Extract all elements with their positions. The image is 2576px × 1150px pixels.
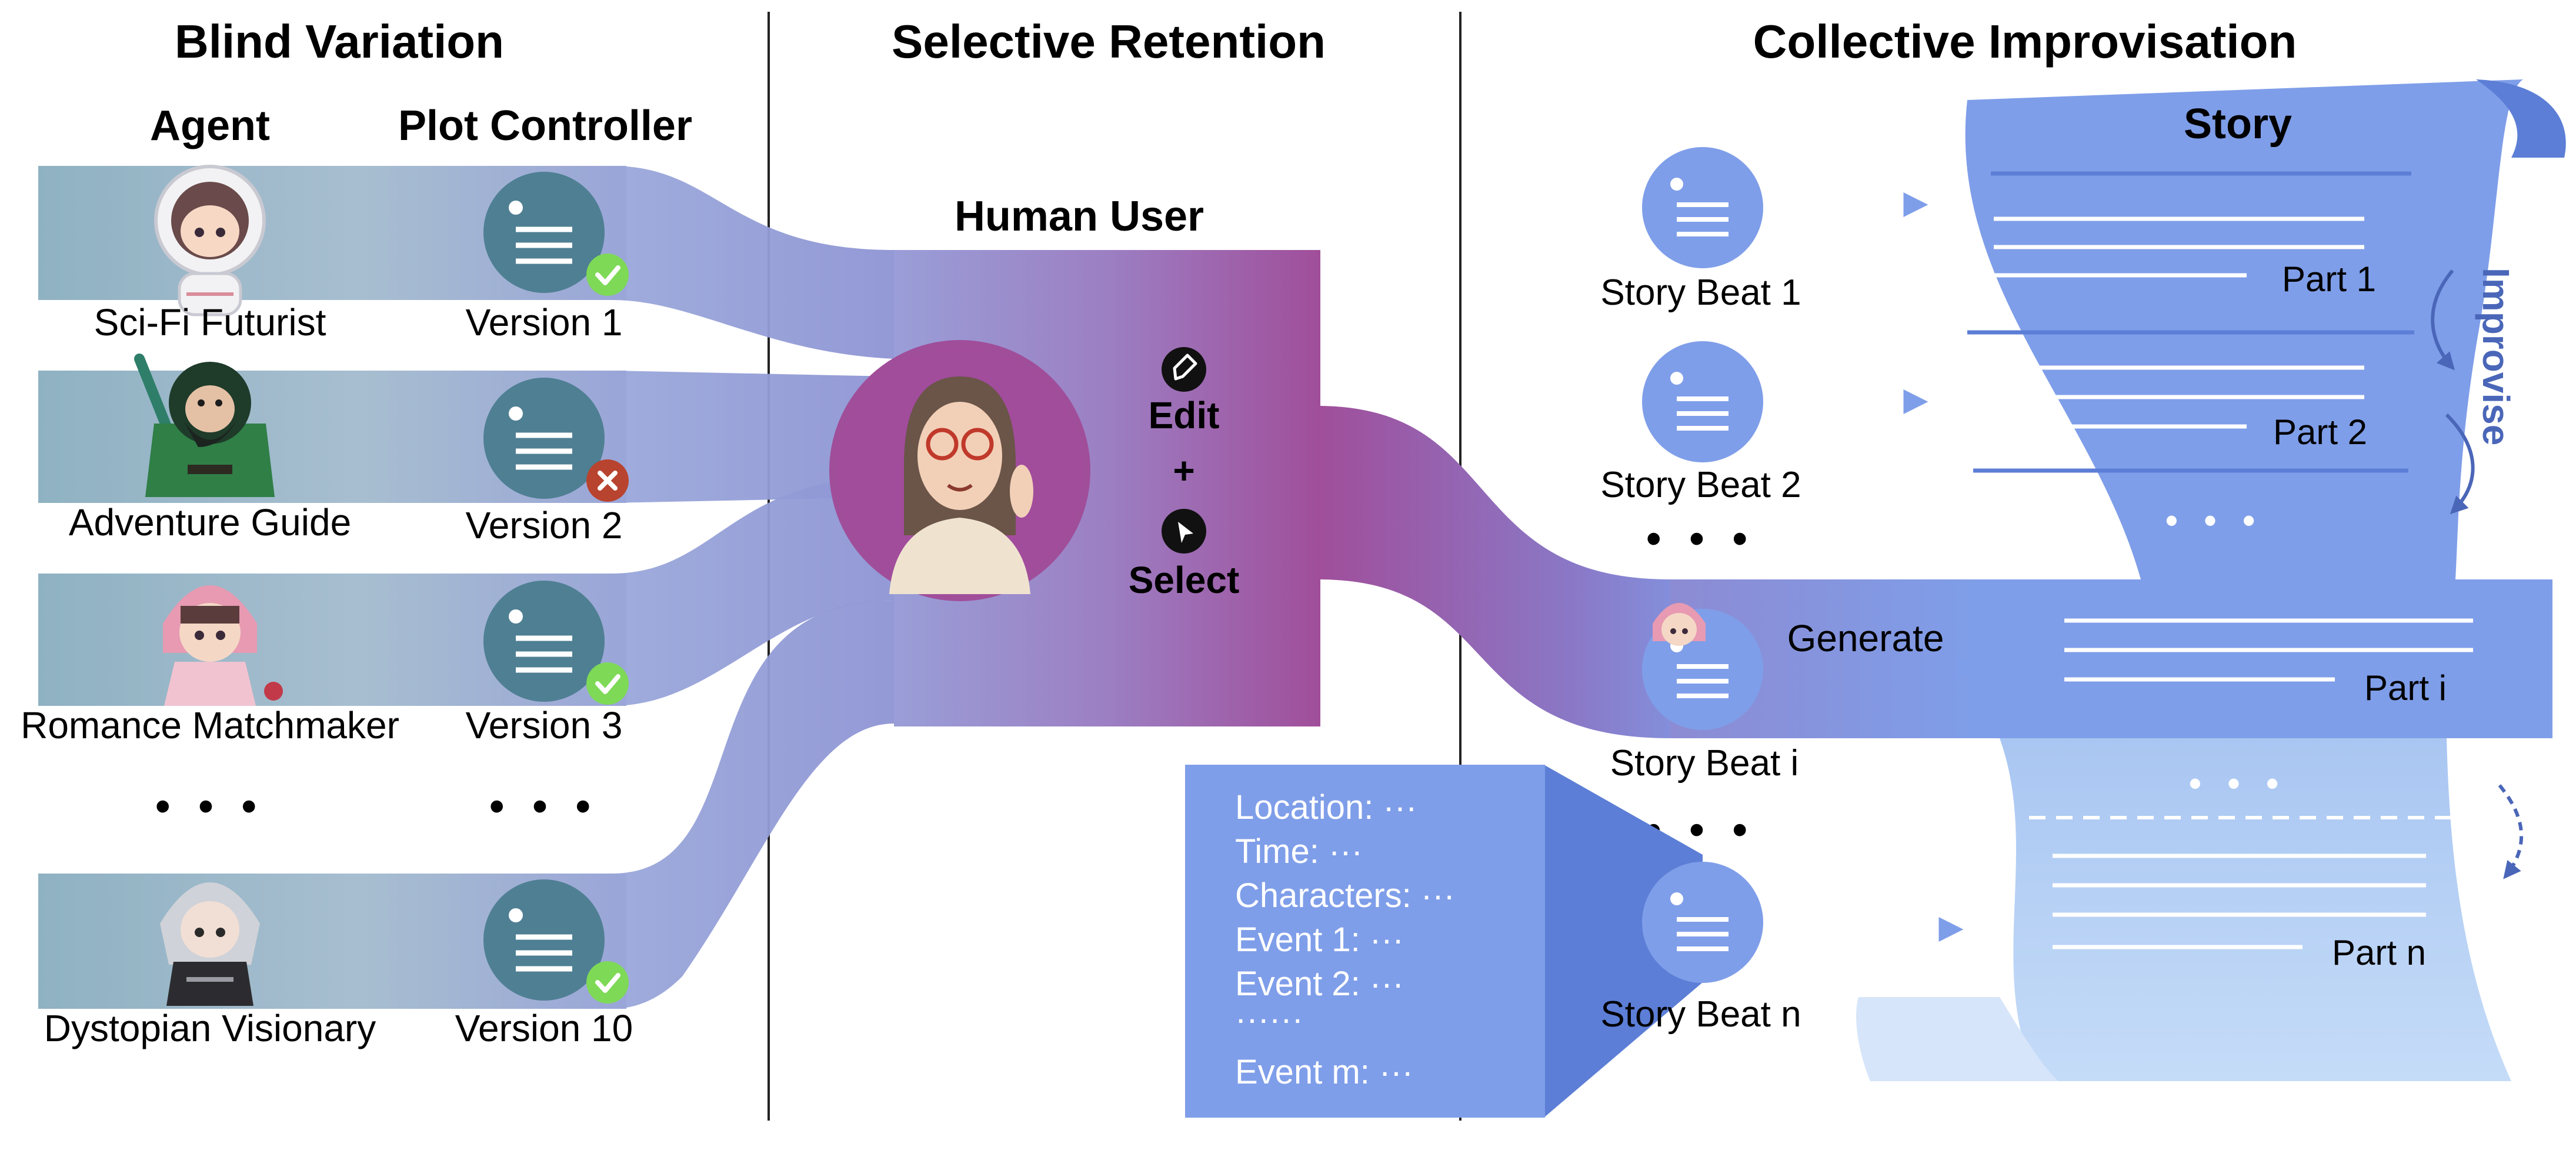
plus-sign: + <box>1173 449 1194 492</box>
select-label: Select <box>1129 559 1240 601</box>
improvise-label: Improvise <box>2475 268 2517 445</box>
story-beat-2 <box>1642 341 1763 462</box>
flow-version-10 <box>612 600 894 1009</box>
flow-version-1 <box>612 166 894 359</box>
agent-name-2: Adventure Guide <box>69 501 351 544</box>
beat-detail-event-1: Event 1: ··· <box>1235 921 1404 959</box>
story-part-i: Part i <box>2364 668 2447 708</box>
plot-controller-version-1 <box>483 172 629 296</box>
check-icon <box>586 662 629 705</box>
beat-detail-time: Time: ··· <box>1235 832 1363 871</box>
check-icon <box>586 961 629 1004</box>
section-title-collective-improvisation: Collective Improvisation <box>1753 15 2297 68</box>
version-label-1: Version 1 <box>466 301 623 344</box>
adventure-guide-avatar <box>134 354 275 497</box>
column-header-agent: Agent <box>150 102 270 149</box>
story-scroll: Story Part 1 Part 2 • • • Improvise • • … <box>1856 79 2566 1081</box>
story-part-2: Part 2 <box>2273 412 2367 452</box>
document-icon <box>1642 341 1763 462</box>
section-title-selective-retention: Selective Retention <box>892 15 1326 68</box>
generated-part-band <box>1670 579 2552 738</box>
agent-ellipsis: • • • <box>155 783 265 830</box>
agent-name-10: Dystopian Visionary <box>44 1007 376 1049</box>
flow-version-3 <box>612 476 894 706</box>
improvise-arrow-dashed <box>2498 784 2524 879</box>
story-beat-n <box>1642 862 1763 983</box>
document-icon <box>1642 147 1763 268</box>
story-ellipsis-upper: • • • <box>2165 501 2263 540</box>
beat-detail-connector <box>1544 765 1703 1118</box>
story-beat-label-n: Story Beat n <box>1600 994 1801 1035</box>
beat-detail-event-m: Event m: ··· <box>1235 1053 1413 1091</box>
story-sheet-upper <box>1965 79 2523 579</box>
cross-icon <box>586 459 629 502</box>
beat-detail-list: Location: ··· Time: ··· Characters: ··· … <box>1235 788 1455 1091</box>
sci-fi-futurist-avatar <box>154 165 266 316</box>
version-ellipsis: • • • <box>489 783 599 830</box>
column-header-plot-controller: Plot Controller <box>398 102 692 149</box>
beat-detail-panel <box>1185 765 1545 1118</box>
beat-detail-location: Location: ··· <box>1235 788 1417 826</box>
story-sheet-lower-curl <box>1856 997 2058 1081</box>
story-curl <box>2476 79 2566 158</box>
version-label-10: Version 10 <box>455 1007 633 1049</box>
flow-to-story <box>1317 406 1741 738</box>
cursor-icon <box>1162 509 1206 554</box>
version-label-3: Version 3 <box>466 704 623 746</box>
story-beat-label-2: Story Beat 2 <box>1600 465 1801 505</box>
story-part-n: Part n <box>2332 933 2426 972</box>
beat-detail-characters: Characters: ··· <box>1235 876 1455 915</box>
flow-version-2 <box>612 371 894 503</box>
beat-ellipsis-upper: • • • <box>1646 515 1756 562</box>
beat-detail-ellipsis: ······ <box>1235 1000 1303 1038</box>
pencil-icon <box>1162 347 1206 392</box>
human-user-title: Human User <box>955 193 1204 240</box>
story-sheet-lower <box>2000 738 2511 1081</box>
plot-controller-version-3 <box>483 581 629 705</box>
romance-matchmaker-avatar <box>163 585 283 706</box>
improvise-arrow-2 <box>2445 413 2475 515</box>
section-title-blind-variation: Blind Variation <box>175 15 504 68</box>
story-title: Story <box>2184 101 2292 148</box>
version-label-2: Version 2 <box>466 504 623 546</box>
generate-label: Generate <box>1787 617 1944 659</box>
story-beat-1 <box>1642 147 1763 268</box>
dystopian-visionary-avatar <box>160 882 260 1006</box>
agent-name-3: Romance Matchmaker <box>21 704 399 746</box>
story-beat-label-i: Story Beat i <box>1610 743 1798 784</box>
romance-matchmaker-avatar-small <box>1653 603 1706 646</box>
document-icon <box>1642 862 1763 983</box>
human-user-avatar <box>829 340 1090 601</box>
plot-controller-version-2 <box>483 378 629 502</box>
story-beat-label-1: Story Beat 1 <box>1600 272 1801 313</box>
improvise-arrow-1 <box>2431 269 2455 371</box>
version-flows <box>612 166 894 1009</box>
plot-controller-version-10 <box>483 879 629 1004</box>
story-ellipsis-lower: • • • <box>2189 764 2287 803</box>
beat-detail-event-2: Event 2: ··· <box>1235 965 1404 1003</box>
agent-name-1: Sci-Fi Futurist <box>94 301 326 344</box>
story-part-1: Part 1 <box>2282 259 2376 299</box>
check-icon <box>586 254 629 296</box>
edit-label: Edit <box>1149 394 1220 436</box>
